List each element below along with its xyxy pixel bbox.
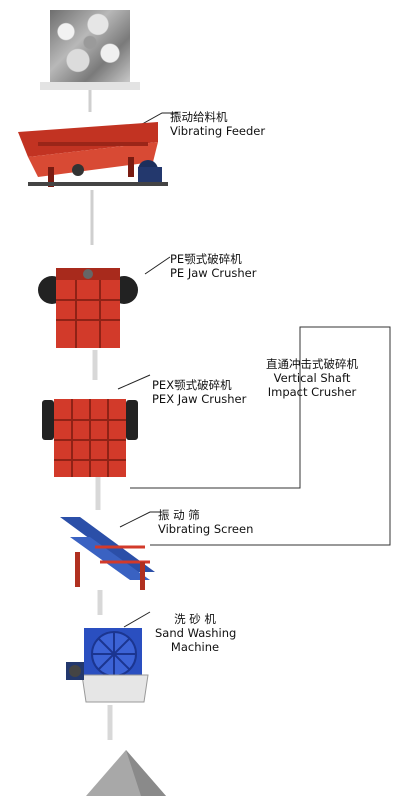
label-en: Sand Washing: [155, 626, 237, 640]
leader-washer: [123, 611, 151, 628]
label-en: PEX Jaw Crusher: [152, 392, 247, 406]
label-pex-jaw-crusher: PEX颚式破碎机 PEX Jaw Crusher: [152, 378, 246, 406]
label-cn: 直通冲击式破碎机: [266, 357, 358, 371]
label-en: Vertical Shaft: [273, 371, 351, 385]
label-en: Vibrating Screen: [158, 522, 254, 536]
label-cn: PE颚式破碎机: [170, 252, 242, 266]
label-vertical-shaft-impact-crusher: 直通冲击式破碎机 Vertical Shaft Impact Crusher: [260, 357, 364, 399]
label-vibrating-feeder: 振动给料机 Vibrating Feeder: [170, 110, 265, 138]
raw-stone-shadow: [40, 82, 140, 90]
leader-screen: [119, 511, 162, 528]
label-cn: 洗 砂 机: [174, 612, 216, 626]
label-en-2: Impact Crusher: [267, 385, 357, 399]
pe-jaw-crusher-image: [38, 268, 138, 348]
label-vibrating-screen: 振 动 筛 Vibrating Screen: [158, 508, 253, 536]
vsi-loop-line: [130, 326, 391, 546]
vibrating-feeder-image: [18, 122, 168, 187]
label-cn: 振动给料机: [170, 110, 228, 124]
label-cn: 振 动 筛: [158, 508, 200, 522]
leader-pe: [144, 256, 171, 275]
label-sand-washing-machine: 洗 砂 机 Sand Washing Machine: [155, 612, 237, 654]
pex-jaw-crusher-image: [42, 399, 138, 477]
label-en-2: Machine: [170, 640, 220, 654]
label-pe-jaw-crusher: PE颚式破碎机 PE Jaw Crusher: [170, 252, 257, 280]
sand-washing-machine-image: [66, 628, 149, 703]
vibrating-screen-image: [60, 517, 155, 590]
label-cn: PEX颚式破碎机: [152, 378, 232, 392]
raw-stone-image: [50, 10, 130, 82]
sand-pile-image: [86, 750, 166, 796]
label-en: PE Jaw Crusher: [170, 266, 257, 280]
leader-pex: [117, 374, 151, 390]
label-en: Vibrating Feeder: [170, 124, 266, 138]
